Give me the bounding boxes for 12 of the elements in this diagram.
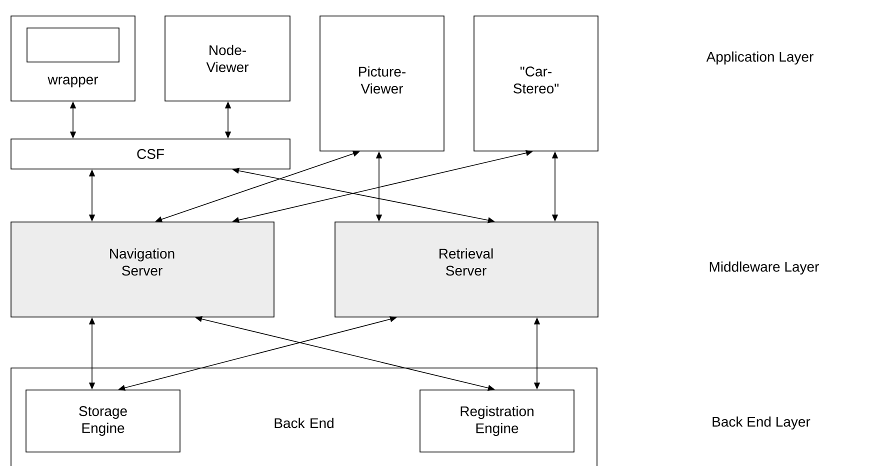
layer-label: Middleware Layer: [710, 261, 819, 275]
engine-box: Storage Engine: [26, 390, 180, 452]
layer-bar: CSF: [10, 138, 290, 170]
layer-label: Application Layer: [706, 51, 814, 65]
component-box: Picture-Viewer: [320, 16, 444, 152]
engine-box: Registration Engine: [420, 390, 574, 452]
component-box: Node-Viewer: [164, 16, 290, 102]
inner-box: [26, 28, 120, 62]
layer-label: Back End Layer: [712, 416, 810, 430]
server-box: Navigation Server: [10, 222, 274, 318]
server-box: Retrieval Server: [334, 222, 598, 318]
component-box: "Car-Stereo": [474, 16, 598, 152]
